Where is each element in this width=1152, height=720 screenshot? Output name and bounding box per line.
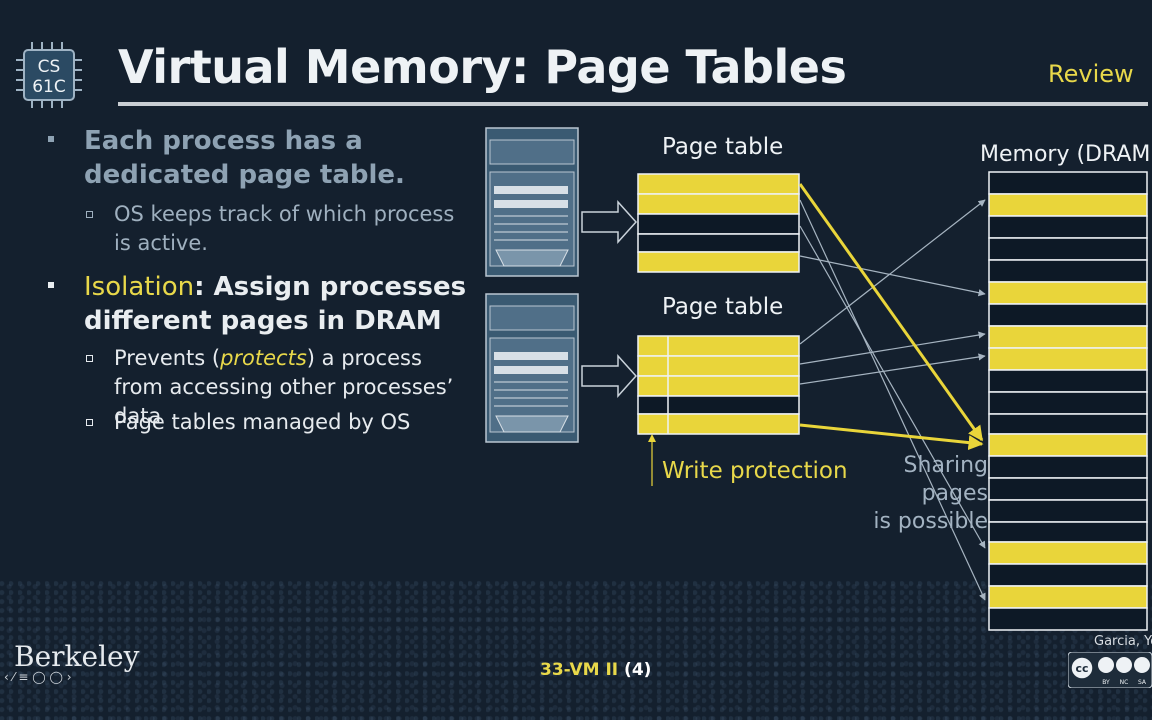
title-divider: [118, 102, 1148, 106]
bullet-isolation: Isolation: Assign processes different pa…: [48, 270, 468, 338]
dram-memory-column: [988, 171, 1148, 631]
subbullet-text: Page tables managed by OS: [114, 410, 411, 434]
logo-text-61c: 61C: [32, 77, 66, 97]
subbullet-marker: [86, 355, 93, 362]
page-table-2: [637, 335, 800, 435]
cc-icon: [1070, 656, 1094, 680]
subbullet-prevents: Prevents (protects) a process from acces…: [86, 344, 466, 431]
sharing-line-2: is possible: [873, 509, 988, 534]
berkeley-logo: Berkeley: [14, 640, 140, 673]
cc-label-by: BY: [1102, 679, 1110, 686]
lecture-label: 33-VM II: [540, 660, 619, 680]
prevents-pre: Prevents (: [114, 346, 221, 370]
write-protection-label: Write protection: [662, 458, 848, 484]
bullet-marker: [48, 282, 54, 288]
process-to-table-arrow-2: [581, 354, 638, 398]
author-credit: Garcia, Yo: [1094, 634, 1152, 649]
subbullet-os-tracks: OS keeps track of which process is activ…: [86, 200, 466, 258]
subbullet-text: OS keeps track of which process is activ…: [114, 202, 455, 255]
shared-page-arrows: [798, 183, 984, 451]
slide-nav-controls[interactable]: ‹ ⁄ ≡ ◯ ◯ ›: [4, 670, 72, 684]
bullet-dedicated-page-table: Each process has a dedicated page table.: [48, 124, 468, 192]
write-protection-pointer-head: [648, 434, 656, 442]
sa-icon: [1134, 657, 1150, 673]
subbullet-marker: [86, 419, 93, 426]
process-thumbnail-2: [485, 293, 579, 443]
memory-dram-label: Memory (DRAM): [980, 142, 1152, 167]
logo-text-cs: CS: [38, 57, 61, 77]
creative-commons-badge: cc BY NC SA: [1068, 652, 1152, 688]
page-table-label-1: Page table: [662, 134, 784, 160]
cs61c-logo: CS 61C: [16, 42, 82, 108]
background-texture: [0, 580, 1152, 720]
process-to-table-arrow-1: [581, 200, 638, 244]
mapping-arrows: [799, 199, 986, 601]
sharing-pages-label: Sharing pages is possible: [838, 452, 988, 536]
page-table-label-2: Page table: [662, 294, 784, 320]
protects-emphasis: protects: [220, 346, 307, 370]
process-thumbnail-1: [485, 127, 579, 277]
isolation-keyword: Isolation: [84, 272, 195, 302]
slide-footer: 33-VM II (4): [540, 660, 651, 680]
svg-text:cc: cc: [1075, 662, 1088, 675]
page-number: (4): [624, 660, 652, 680]
slide-title: Virtual Memory: Page Tables: [118, 40, 847, 94]
subbullet-marker: [86, 211, 93, 218]
subbullet-managed-by-os: Page tables managed by OS: [86, 408, 466, 437]
bullet-marker: [48, 136, 54, 142]
review-tag: Review: [1048, 60, 1134, 88]
cc-label-sa: SA: [1138, 679, 1147, 686]
prevents-post: ) a process from accessing other process…: [114, 346, 454, 428]
nc-icon: [1116, 657, 1132, 673]
bullet-text: Each process has a dedicated page table.: [84, 126, 405, 190]
by-icon: [1098, 657, 1114, 673]
page-table-1: [637, 173, 800, 273]
isolation-text: : Assign processes different pages in DR…: [84, 272, 467, 336]
sharing-line-1: Sharing pages: [903, 453, 988, 506]
cc-label-nc: NC: [1120, 679, 1129, 686]
